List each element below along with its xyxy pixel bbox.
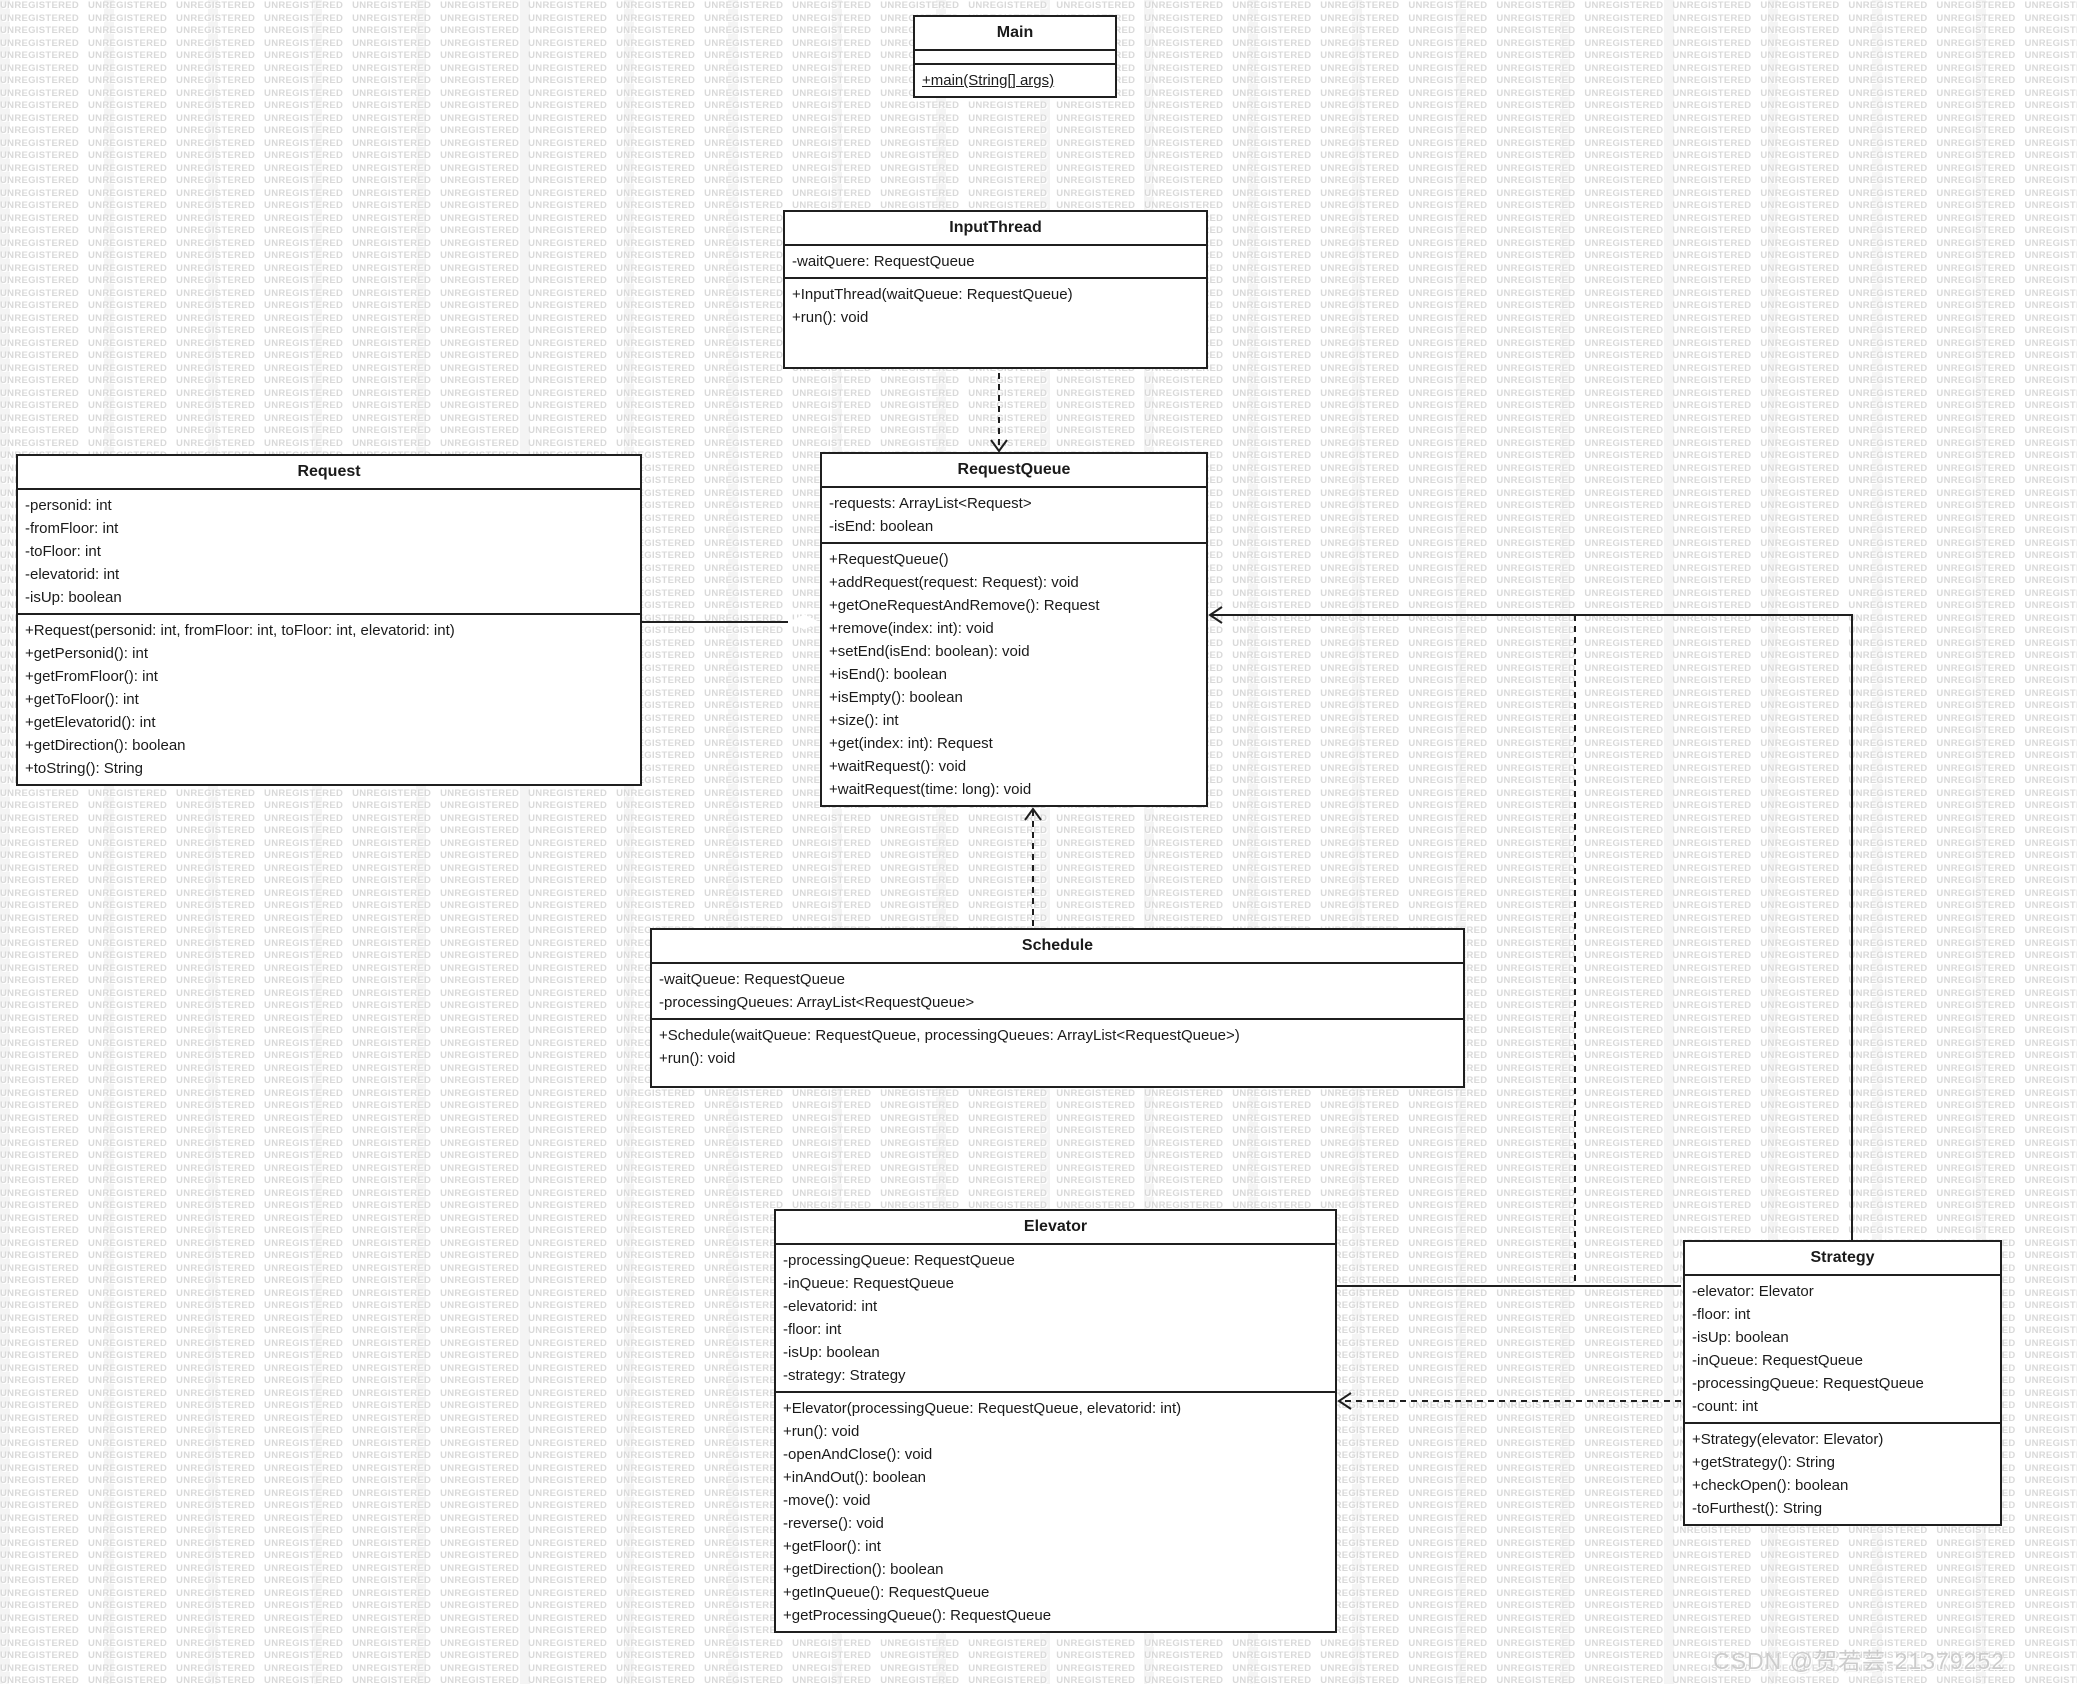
- member-row: -isUp: boolean: [25, 589, 122, 606]
- member-row: -floor: int: [1692, 1306, 1751, 1323]
- member-row: +getDirection(): boolean: [783, 1561, 944, 1578]
- attributes-section: -processingQueue: RequestQueue -inQueue: …: [776, 1245, 1335, 1393]
- class-main[interactable]: Main +main(String[] args): [913, 15, 1117, 98]
- open-arrowhead-up-icon: [1024, 807, 1042, 821]
- member-row: -move(): void: [783, 1492, 871, 1509]
- member-row: -inQueue: RequestQueue: [783, 1275, 954, 1292]
- member-row: +getFromFloor(): int: [25, 668, 158, 685]
- class-title: RequestQueue: [822, 454, 1206, 488]
- member-row: +getOneRequestAndRemove(): Request: [829, 597, 1100, 614]
- member-row: +getInQueue(): RequestQueue: [783, 1584, 990, 1601]
- attributes-section: [915, 51, 1115, 65]
- methods-section: +InputThread(waitQueue: RequestQueue) +ru…: [785, 279, 1206, 367]
- attributes-section: -requests: ArrayList<Request> -isEnd: boo…: [822, 488, 1206, 544]
- member-row: +getDirection(): boolean: [25, 737, 186, 754]
- member-row: +toString(): String: [25, 760, 143, 777]
- member-row: +main(String[] args): [922, 72, 1055, 89]
- methods-section: +Schedule(waitQueue: RequestQueue, proce…: [652, 1020, 1463, 1086]
- open-arrowhead-left-icon: [1337, 1392, 1352, 1410]
- class-request[interactable]: Request -personid: int -fromFloor: int -to…: [16, 454, 642, 786]
- open-diamond-icon: [788, 614, 820, 630]
- open-arrowhead-left-icon: [1208, 606, 1223, 624]
- member-row: +getStrategy(): String: [1692, 1454, 1835, 1471]
- methods-section: +RequestQueue() +addRequest(request: Requ…: [822, 544, 1206, 805]
- member-row: -isUp: boolean: [783, 1344, 880, 1361]
- member-row: +run(): void: [659, 1050, 736, 1067]
- csdn-watermark: CSDN @贺若芸-21379252: [1713, 1648, 2005, 1674]
- member-row: -reverse(): void: [783, 1515, 884, 1532]
- member-row: -isEnd: boolean: [829, 518, 934, 535]
- member-row: -elevator: Elevator: [1692, 1283, 1814, 1300]
- member-row: +Schedule(waitQueue: RequestQueue, proce…: [659, 1027, 1240, 1044]
- member-row: +waitRequest(): void: [829, 758, 967, 775]
- class-elevator[interactable]: Elevator -processingQueue: RequestQueue-…: [774, 1209, 1337, 1633]
- member-row: +getProcessingQueue(): RequestQueue: [783, 1607, 1052, 1624]
- member-row: +inAndOut(): boolean: [783, 1469, 927, 1486]
- member-row: +setEnd(isEnd: boolean): void: [829, 643, 1030, 660]
- methods-section: +Strategy(elevator: Elevator) +getStrateg…: [1685, 1424, 2000, 1524]
- class-strategy[interactable]: Strategy -elevator: Elevator-floor: int-…: [1683, 1240, 2002, 1526]
- member-row: +RequestQueue(): [829, 551, 949, 568]
- member-row: -waitQuere: RequestQueue: [792, 253, 975, 270]
- class-requestqueue[interactable]: RequestQueue -requests: ArrayList<Reques…: [820, 452, 1208, 807]
- class-title: InputThread: [785, 212, 1206, 246]
- class-title: Strategy: [1685, 1242, 2000, 1276]
- attributes-section: -personid: int -fromFloor: int -toFloor: i…: [18, 490, 640, 615]
- attributes-section: -elevator: Elevator -floor: int -isUp: boo…: [1685, 1276, 2000, 1424]
- class-title: Main: [915, 17, 1115, 51]
- member-row: -personid: int: [25, 497, 112, 514]
- member-row: +size(): int: [829, 712, 899, 729]
- attributes-section: -waitQueue: RequestQueue -processingQueue…: [652, 964, 1463, 1020]
- methods-section: +Request(personid: int, fromFloor: int, …: [18, 615, 640, 784]
- member-row: -inQueue: RequestQueue: [1692, 1352, 1863, 1369]
- class-title: Request: [18, 456, 640, 490]
- methods-section: +main(String[] args): [915, 65, 1115, 96]
- member-row: -strategy: Strategy: [783, 1367, 906, 1384]
- member-row: -requests: ArrayList<Request>: [829, 495, 1032, 512]
- member-row: -isUp: boolean: [1692, 1329, 1789, 1346]
- member-row: +addRequest(request: Request): void: [829, 574, 1079, 591]
- member-row: +run(): void: [792, 309, 869, 326]
- member-row: +Strategy(elevator: Elevator): [1692, 1431, 1884, 1448]
- member-row: +getToFloor(): int: [25, 691, 139, 708]
- class-inputthread[interactable]: InputThread -waitQuere: RequestQueue +In…: [783, 210, 1208, 369]
- member-row: +isEnd(): boolean: [829, 666, 947, 683]
- member-row: -fromFloor: int: [25, 520, 119, 537]
- member-row: -processingQueues: ArrayList<RequestQueu…: [659, 994, 975, 1011]
- member-row: +InputThread(waitQueue: RequestQueue): [792, 286, 1073, 303]
- member-row: +isEmpty(): boolean: [829, 689, 963, 706]
- member-row: +waitRequest(time: long): void: [829, 781, 1032, 798]
- member-row: -floor: int: [783, 1321, 842, 1338]
- methods-section: +Elevator(processingQueue: RequestQueue,…: [776, 1393, 1335, 1631]
- member-row: -toFloor: int: [25, 543, 101, 560]
- member-row: +getElevatorid(): int: [25, 714, 156, 731]
- member-row: -openAndClose(): void: [783, 1446, 933, 1463]
- member-row: -toFurthest(): String: [1692, 1500, 1823, 1517]
- member-row: +Request(personid: int, fromFloor: int, …: [25, 622, 455, 639]
- member-row: -elevatorid: int: [783, 1298, 878, 1315]
- member-row: -processingQueue: RequestQueue: [1692, 1375, 1924, 1392]
- open-arrowhead-down-icon: [990, 439, 1008, 453]
- dependency-elevator-to-requestqueue: [1212, 614, 1576, 1285]
- class-schedule[interactable]: Schedule -waitQueue: RequestQueue -proces…: [650, 928, 1465, 1088]
- attributes-section: -waitQuere: RequestQueue: [785, 246, 1206, 279]
- member-row: -waitQueue: RequestQueue: [659, 971, 845, 988]
- class-title: Schedule: [652, 930, 1463, 964]
- member-row: +remove(index: int): void: [829, 620, 994, 637]
- member-row: +getPersonid(): int: [25, 645, 148, 662]
- member-row: +Elevator(processingQueue: RequestQueue,…: [783, 1400, 1182, 1417]
- class-title: Elevator: [776, 1211, 1335, 1245]
- member-row: -processingQueue: RequestQueue: [783, 1252, 1015, 1269]
- member-row: +getFloor(): int: [783, 1538, 881, 1555]
- member-row: +checkOpen(): boolean: [1692, 1477, 1849, 1494]
- member-row: -elevatorid: int: [25, 566, 120, 583]
- member-row: +get(index: int): Request: [829, 735, 993, 752]
- member-row: -count: int: [1692, 1398, 1758, 1415]
- member-row: +run(): void: [783, 1423, 860, 1440]
